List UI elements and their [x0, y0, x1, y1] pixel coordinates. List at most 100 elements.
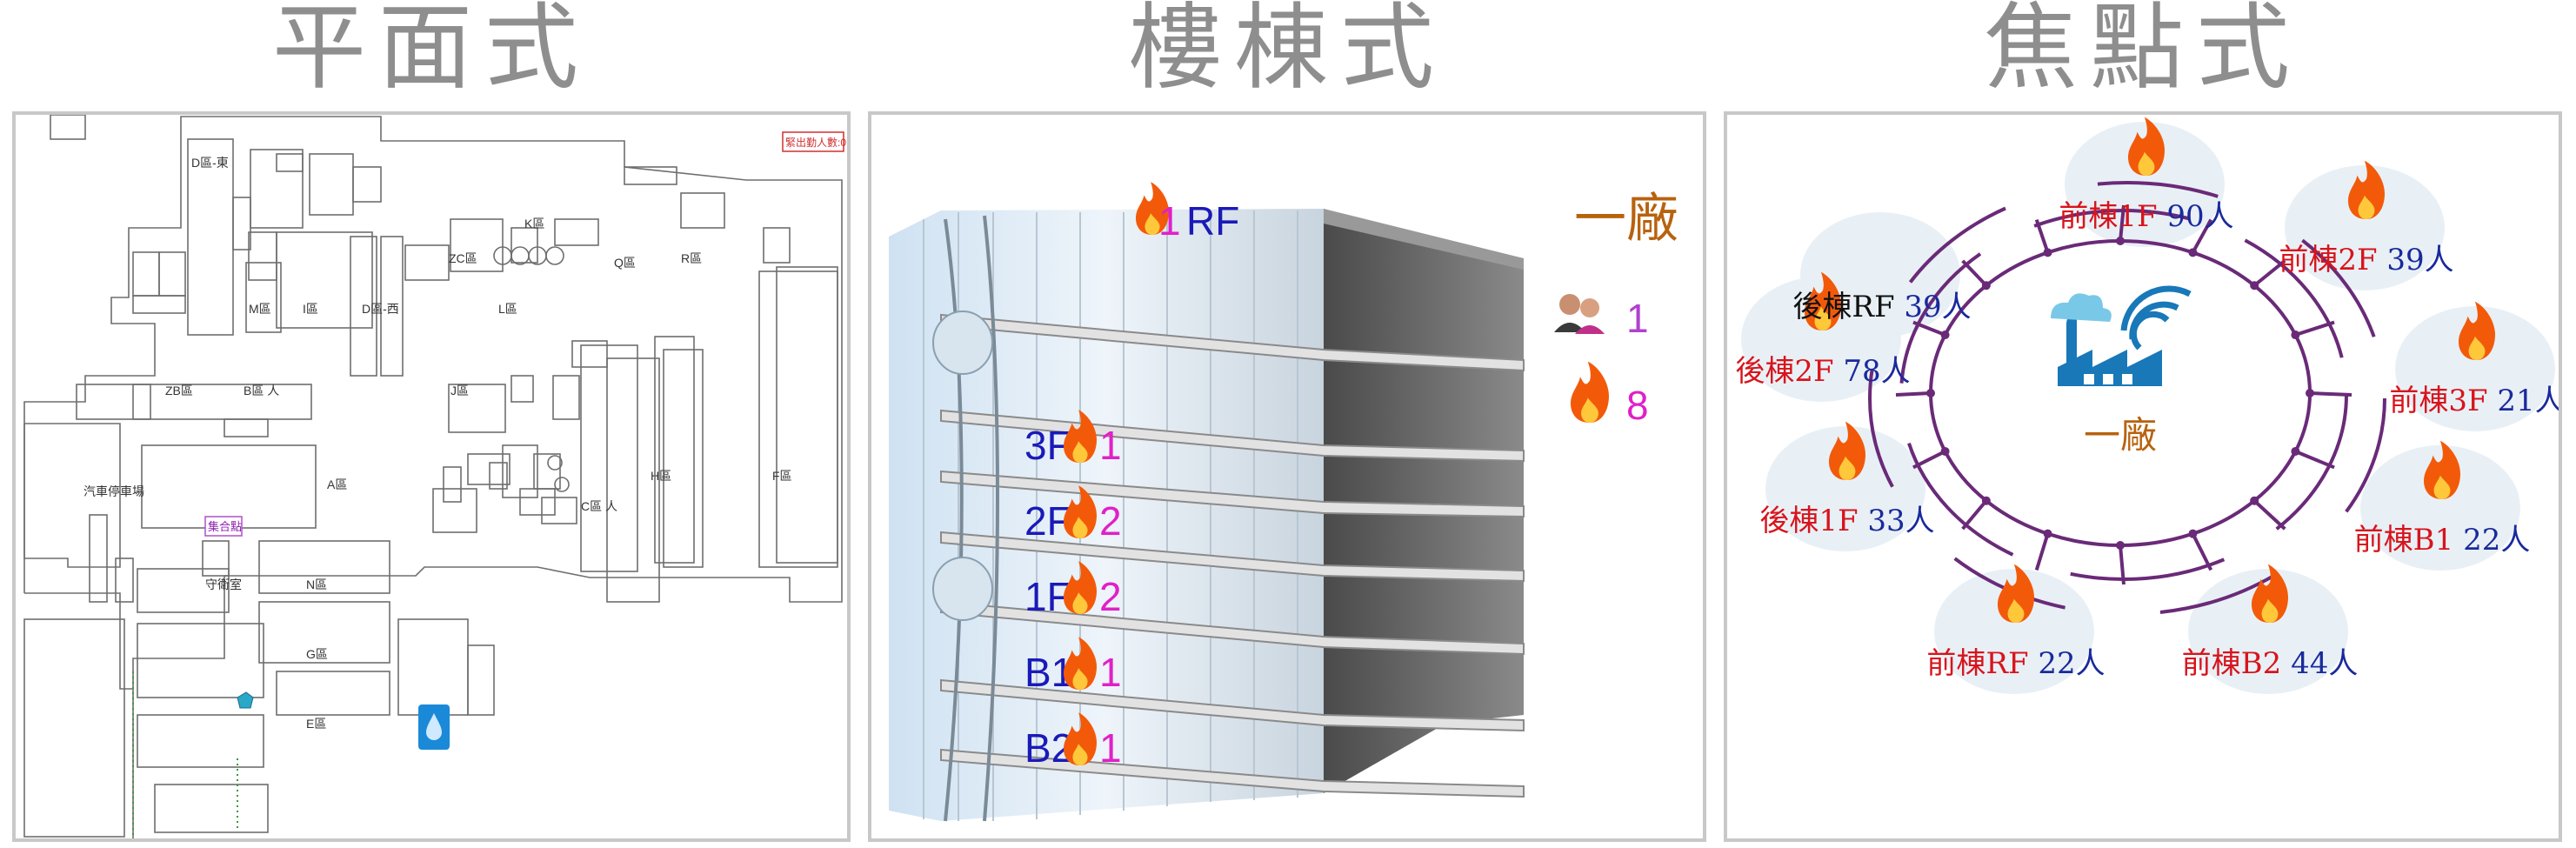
fire-icon — [1064, 485, 1097, 538]
zone-label-g: G區 — [306, 647, 328, 661]
focus-node-area: 前棟1F — [2059, 199, 2166, 234]
zone-label-guard: 守衛室 — [205, 578, 242, 591]
zone-label-m: M區 — [249, 302, 271, 316]
focus-node-count: 33人 — [1867, 504, 1934, 538]
focus-node-label: 前棟2F 39人 — [2279, 243, 2453, 277]
focus-node-area: 後棟2F — [1735, 354, 1843, 389]
fire-icon — [1805, 271, 1841, 331]
ring-connector — [1912, 450, 1946, 470]
ring-node-dot — [2291, 446, 2300, 456]
floor-fire-count-b2: 1 — [1099, 725, 1122, 771]
ring-connector — [2119, 544, 2126, 585]
ring-node-dot — [1981, 496, 1991, 505]
plan-assembly-point: 集合點 — [208, 520, 242, 533]
floor-label-2f: 2F — [1024, 498, 1071, 544]
fire-icon — [1064, 410, 1097, 463]
ring-node-dot — [2250, 281, 2259, 290]
plan-badge: 緊出勤人數:0 — [785, 137, 846, 149]
fire-icon — [2128, 117, 2165, 176]
zone-label-r: R區 — [681, 251, 702, 265]
ring-node-dot — [2188, 248, 2198, 257]
zone-label-b: B區 人 — [244, 384, 279, 397]
ring-node-dot — [2188, 529, 2198, 538]
focus-node: 前棟3F 21人 — [2389, 301, 2559, 418]
zone-label-j: J區 — [450, 384, 469, 397]
ring-connector — [1961, 499, 1988, 531]
zone-label-e: E區 — [306, 717, 326, 731]
floor-fire-count-1f: 2 — [1099, 574, 1122, 619]
focus-node-count: 44人 — [2291, 646, 2358, 681]
focus-node-area: 前棟3F — [2389, 384, 2497, 418]
ring-connector — [1895, 391, 1932, 397]
ring-connector — [2191, 532, 2213, 571]
fire-icon — [1136, 182, 1169, 235]
ring-node-dot — [2116, 237, 2125, 245]
focus-node-area: 後棟1F — [1759, 504, 1867, 538]
focus-node-count: 78人 — [1843, 354, 1910, 389]
focus-node-label: 後棟1F 33人 — [1759, 504, 1934, 538]
focus-node-label: 前棟B1 22人 — [2354, 523, 2531, 558]
zone-label-h: H區 — [651, 469, 671, 483]
node-bubble — [2188, 569, 2348, 694]
fire-icon — [1064, 637, 1097, 690]
focus-node-area: 前棟2F — [2279, 243, 2386, 277]
ring-connector — [2119, 204, 2126, 242]
focus-node-count: 90人 — [2166, 199, 2233, 234]
ring-connector — [2034, 218, 2050, 253]
floor-fire-count-2f: 2 — [1099, 498, 1122, 544]
ring-node-dot — [2043, 248, 2052, 257]
focus-node-count: 21人 — [2497, 384, 2559, 418]
focus-node: 前棟1F 90人 — [2059, 117, 2234, 234]
focus-node-label: 前棟3F 21人 — [2389, 384, 2559, 418]
people-icon — [1554, 294, 1605, 334]
fire-icon — [1829, 421, 1865, 480]
zone-label-l: L區 — [498, 302, 517, 316]
ring-connector — [2309, 391, 2352, 397]
building-people-count: 1 — [1626, 296, 1649, 341]
ring-node-dot — [1981, 281, 1991, 290]
focus-node-label: 後棟RF 39人 — [1792, 290, 1971, 324]
focus-node-count: 39人 — [2386, 243, 2453, 277]
pentagon-marker-icon — [237, 691, 254, 709]
ring-outer — [1868, 181, 2386, 616]
floor-fire-count-b1: 1 — [1099, 650, 1122, 695]
floor-fire-count-3f: 1 — [1099, 423, 1122, 468]
fire-icon — [1064, 712, 1097, 765]
floor-label-1f: 1F — [1024, 574, 1071, 619]
ring-node-dot — [2116, 541, 2125, 550]
focus-node: 後棟RF 39人 — [1792, 290, 1971, 324]
zone-label-a: A區 — [327, 477, 347, 491]
focus-factory-name: 一廠 — [2084, 414, 2157, 457]
focus-node-area: 前棟RF — [1926, 646, 2038, 681]
focus-node: 前棟2F 39人 — [2279, 160, 2454, 277]
zone-label-c: C區 人 — [581, 499, 617, 513]
focus-node-area: 前棟B2 — [2182, 646, 2291, 681]
zone-label-n: N區 — [306, 578, 327, 591]
fire-icon — [1998, 564, 2034, 623]
floor-fire-count-rf: 1 — [1158, 198, 1181, 244]
focus-node-count: 22人 — [2463, 523, 2530, 558]
floor-plan-map: D區-東 K區 ZC區 Q區 R區 M區 I區 D區-西 L區 ZB區 B區 人… — [23, 115, 846, 838]
fire-icon — [2424, 440, 2460, 499]
zone-label-parking: 汽車停車場 — [83, 484, 144, 498]
focus-node: 後棟1F 33人 — [1759, 421, 1935, 538]
focus-node-label: 前棟1F 90人 — [2059, 199, 2233, 234]
ring-connector — [2034, 533, 2050, 571]
zone-label-f: F區 — [772, 469, 792, 483]
building-fire-count: 8 — [1626, 383, 1649, 428]
ring-connector — [2191, 218, 2213, 254]
ring-node-dot — [2306, 389, 2314, 397]
zone-label-d-east: D區-東 — [191, 156, 229, 170]
fire-icon — [1571, 361, 1609, 423]
fire-icon — [1064, 561, 1097, 614]
title-building: 樓棟式 — [1127, 0, 1446, 103]
floor-label-rf: RF — [1186, 198, 1239, 244]
ring-node-dot — [1940, 331, 1950, 340]
ring-connector — [1961, 259, 1988, 287]
focus-node: 前棟B1 22人 — [2354, 440, 2531, 558]
focus-node-area: 後棟RF — [1792, 290, 1904, 324]
zone-label-d-west: D區-西 — [362, 302, 399, 316]
fire-icon — [2252, 564, 2288, 623]
